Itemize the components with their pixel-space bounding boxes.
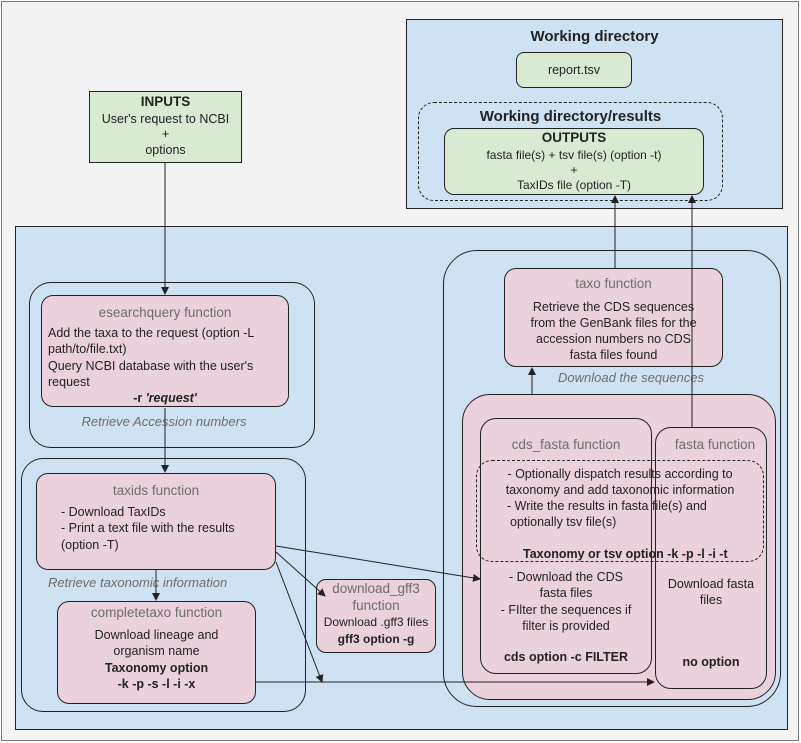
fasta-line-1: Download fasta: [667, 577, 755, 591]
completetaxo-title: completetaxo function: [90, 605, 223, 620]
arrow-taxids-to-gff3: [275, 551, 326, 597]
esearchquery-option-value: 'request': [145, 391, 197, 405]
inputs-line-2: +: [161, 127, 170, 141]
inputs-line-1: User's request to NCBI: [101, 112, 230, 126]
taxonomy-group: [21, 458, 306, 712]
taxonomy-dispatch-line-1: - Optionally dispatch results according …: [507, 467, 733, 481]
taxids-box: [36, 473, 276, 570]
taxids-caption: Retrieve taxonomic information: [48, 575, 228, 590]
cds-fasta-line-4: filter is provided: [522, 619, 610, 633]
taxo-line-2: from the GenBank files for the: [530, 316, 697, 330]
esearchquery-option-flag: -r: [133, 391, 146, 405]
taxo-line-1: Retrieve the CDS sequences: [532, 300, 695, 314]
esearchquery-group: [29, 282, 315, 448]
cds-fasta-title: cds_fasta function: [511, 437, 621, 452]
download-sequences-group: [443, 250, 781, 707]
esearchquery-title: esearchquery function: [98, 305, 232, 320]
taxo-caption: Download the sequences: [558, 370, 704, 385]
outputs-box: [444, 128, 704, 195]
completetaxo-line-2: organism name: [113, 644, 200, 658]
esearchquery-box: [41, 295, 289, 407]
taxonomy-dispatch-line-3: - Write the results in fasta file(s) and: [507, 499, 707, 513]
results-directory-title: Working directory/results: [479, 108, 662, 125]
completetaxo-option-1: Taxonomy option: [104, 661, 209, 675]
completetaxo-line-1: Download lineage and: [94, 628, 219, 642]
taxonomy-dispatch-option: Taxonomy or tsv option -k -p -l -i -t: [523, 547, 728, 561]
taxonomy-dispatch-box: [476, 460, 764, 562]
esearchquery-option: -r 'request': [41, 391, 289, 406]
fasta-title: fasta function: [674, 437, 756, 452]
taxids-line-2: - Print a text file with the results: [61, 521, 235, 535]
taxids-title: taxids function: [112, 483, 200, 498]
outputs-line-1: fasta file(s) + tsv file(s) (option -t): [486, 148, 662, 162]
esearchquery-line-3: Query NCBI database with the user's: [48, 359, 254, 373]
completetaxo-option-2: -k -p -s -l -i -x: [117, 677, 196, 691]
cds-fasta-option: cds option -c FILTER: [503, 650, 629, 664]
inputs-box: [89, 91, 242, 163]
working-directory-title: Working directory: [530, 28, 659, 45]
fasta-option: no option: [682, 655, 740, 669]
esearchquery-line-4: request: [48, 375, 90, 389]
cds-fasta-line-1: - Download the CDS: [509, 570, 623, 584]
taxids-line-1: - Download TaxIDs: [61, 505, 166, 519]
outputs-line-3: TaxIDs file (option -T): [516, 178, 632, 192]
esearchquery-line-2: path/to/file.txt): [48, 342, 127, 356]
download-gff3-option: gff3 option -g: [337, 632, 415, 646]
download-gff3-title-1: download_gff3: [332, 581, 420, 596]
taxo-line-3: accession numbers no CDS: [536, 332, 691, 346]
sequence-functions-group: [462, 394, 776, 700]
esearchquery-caption: Retrieve Accession numbers: [81, 414, 247, 429]
download-gff3-line: Download .gff3 files: [323, 615, 429, 629]
download-gff3-box: [316, 579, 436, 653]
arrow-taxids-to-cds-fasta: [275, 545, 481, 582]
report-file-box: [516, 52, 632, 88]
fasta-box: [655, 427, 767, 689]
inputs-title: INPUTS: [140, 94, 191, 109]
download-gff3-title-2: function: [352, 598, 400, 613]
taxids-line-3: (option -T): [61, 538, 119, 552]
taxo-line-4: fasta files found: [569, 348, 658, 362]
results-directory-box: [418, 102, 723, 201]
cds-fasta-line-3: - FIlter the sequences if: [500, 603, 632, 617]
fasta-line-2: files: [699, 593, 723, 607]
inputs-line-3: options: [145, 143, 186, 157]
cds-fasta-line-2: fasta files: [539, 586, 593, 600]
completetaxo-box: [57, 601, 256, 704]
arrow-taxids-to-gff3-lower: [275, 561, 324, 683]
taxo-title: taxo function: [575, 276, 652, 291]
taxonomy-dispatch-line-4: optionally tsv file(s): [510, 515, 617, 529]
outputs-line-2: +: [570, 163, 578, 177]
taxo-box: [504, 268, 723, 367]
outputs-title: OUTPUTS: [541, 130, 607, 145]
esearchquery-line-1: Add the taxa to the request (option -L: [48, 326, 255, 340]
taxonomy-dispatch-line-2: taxonomy and add taxonomic information: [505, 483, 735, 497]
report-file-label: report.tsv: [547, 63, 601, 77]
